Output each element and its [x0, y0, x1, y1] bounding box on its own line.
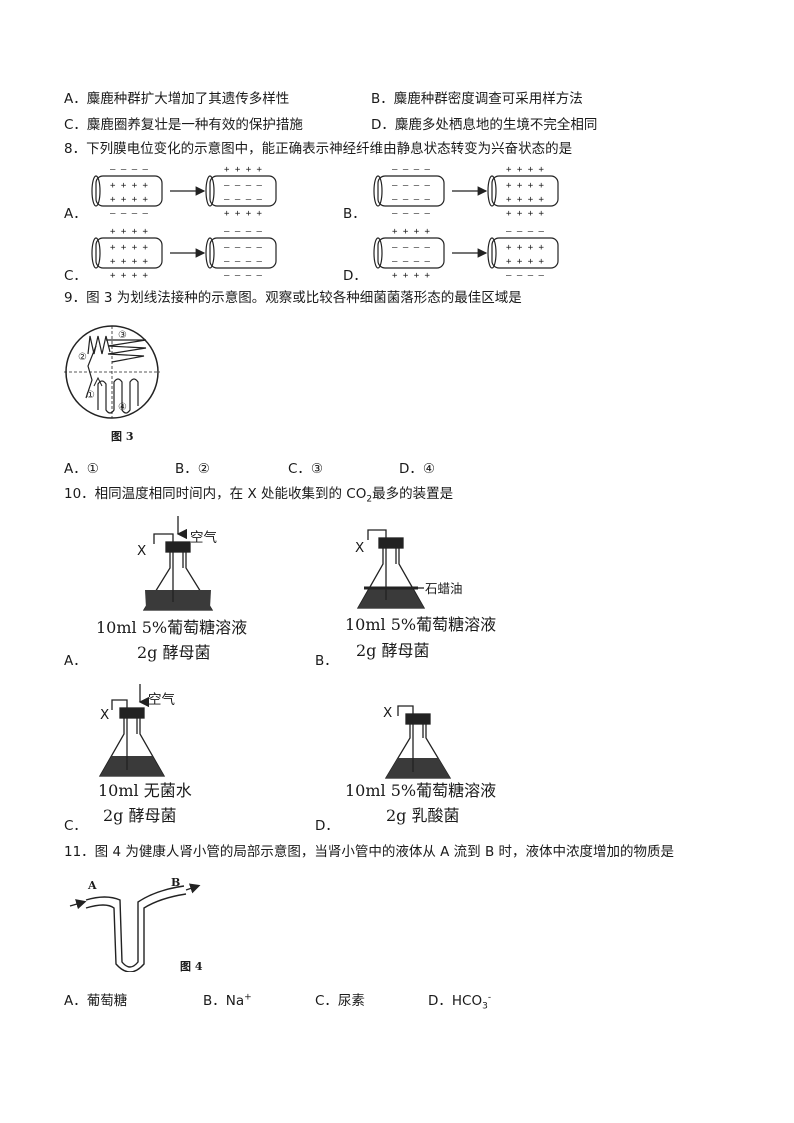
svg-text:+ + + +: + + + +	[110, 271, 149, 280]
q11-option-b: B．Na+	[203, 992, 252, 1009]
air-label-a: 空气	[190, 530, 217, 546]
q10-option-a: A．	[64, 653, 87, 669]
q8-a-after	[205, 175, 277, 207]
q7-option-c: C．麋鹿圈养复壮是一种有效的保护措施	[64, 117, 303, 133]
streak-plate-figure	[64, 325, 160, 419]
q7-option-d: D．麋鹿多处栖息地的生境不完全相同	[371, 117, 598, 133]
svg-text:– – – –: – – – –	[224, 257, 263, 267]
svg-text:– – – –: – – – –	[224, 227, 263, 237]
x-label-a: X	[137, 543, 147, 559]
q8-option-c: C．	[64, 268, 87, 284]
q9-stem: 9．图 3 为划线法接种的示意图。观察或比较各种细菌菌落形态的最佳区域是	[64, 290, 522, 306]
svg-text:– – – –: – – – –	[110, 165, 149, 175]
flask-c	[98, 684, 166, 777]
figure-3-caption: 图 3	[111, 430, 134, 443]
tubule-label-a: A	[88, 879, 97, 892]
svg-text:– – – –: – – – –	[392, 243, 431, 253]
svg-text:+ + + +: + + + +	[506, 209, 545, 219]
tubule-label-b: B	[171, 876, 181, 889]
svg-text:+ + + +: + + + +	[392, 227, 431, 237]
region-label-4: ④	[118, 402, 127, 413]
flask-d	[384, 705, 452, 779]
q8-a-before	[91, 175, 163, 207]
q11-option-a: A．葡萄糖	[64, 993, 128, 1009]
x-label-c: X	[100, 707, 110, 723]
svg-text:– – – –: – – – –	[392, 195, 431, 205]
svg-text:+ + + +: + + + +	[506, 195, 545, 205]
q10-stem: 10．相同温度相同时间内，在 X 处能收集到的 CO2最多的装置是	[64, 486, 454, 505]
x-label-b: X	[355, 540, 365, 556]
q10-d-line2: 2g 乳酸菌	[386, 806, 460, 825]
q10-option-c: C．	[64, 818, 87, 834]
svg-text:+ + + +: + + + +	[110, 181, 149, 191]
q8-membrane-figure: – – – – + + + + + + + + – – – – + + + + – – …	[91, 165, 559, 280]
svg-text:+ + + +: + + + +	[110, 243, 149, 253]
region-label-1: ①	[86, 390, 95, 401]
flask-b	[356, 529, 426, 609]
figure-4-caption: 图 4	[180, 960, 203, 973]
q8-stem: 8．下列膜电位变化的示意图中，能正确表示神经纤维由静息状态转变为兴奋状态的是	[64, 141, 573, 157]
q8-option-a: A．	[64, 206, 87, 222]
q10-apparatus-figure	[98, 516, 452, 779]
svg-text:– – – –: – – – –	[224, 271, 263, 280]
svg-text:+ + + +: + + + +	[110, 195, 149, 205]
q9-option-b: B．②	[175, 461, 210, 477]
q11-option-c: C．尿素	[315, 993, 365, 1009]
q10-d-line1: 10ml 5%葡萄糖溶液	[345, 781, 497, 800]
q7-option-a: A．麋鹿种群扩大增加了其遗传多样性	[64, 91, 290, 107]
region-label-2: ②	[78, 352, 87, 363]
svg-text:+ + + +: + + + +	[506, 257, 545, 267]
svg-text:– – – –: – – – –	[506, 227, 545, 237]
q10-b-line2: 2g 酵母菌	[356, 641, 430, 660]
region-label-3: ③	[118, 330, 127, 341]
svg-text:– – – –: – – – –	[224, 181, 263, 191]
svg-text:– – – –: – – – –	[506, 271, 545, 280]
svg-text:– – – –: – – – –	[392, 165, 431, 175]
q10-a-line2: 2g 酵母菌	[137, 643, 211, 662]
svg-text:– – – –: – – – –	[224, 195, 263, 205]
q9-option-c: C．③	[288, 461, 324, 477]
q7-option-b: B．麋鹿种群密度调查可采用样方法	[371, 91, 583, 107]
svg-text:+ + + +: + + + +	[506, 181, 545, 191]
air-label-c: 空气	[148, 692, 175, 708]
svg-text:– – – –: – – – –	[110, 209, 149, 219]
renal-tubule-figure	[69, 883, 201, 972]
q8-option-d: D．	[343, 268, 367, 284]
svg-text:+ + + +: + + + +	[224, 165, 263, 175]
q9-option-d: D．④	[399, 461, 435, 477]
q10-c-line2: 2g 酵母菌	[103, 806, 177, 825]
svg-text:+ + + +: + + + +	[506, 243, 545, 253]
x-label-d: X	[383, 705, 393, 721]
q9-option-a: A．①	[64, 461, 99, 477]
svg-text:+ + + +: + + + +	[224, 209, 263, 219]
svg-text:– – – –: – – – –	[224, 243, 263, 253]
q11-option-d: D．HCO3-	[428, 992, 492, 1012]
paraffin-label: 石蜡油	[425, 581, 463, 596]
q10-c-line1: 10ml 无菌水	[98, 781, 192, 800]
q10-option-b: B．	[315, 653, 338, 669]
svg-text:+ + + +: + + + +	[506, 165, 545, 175]
svg-text:– – – –: – – – –	[392, 181, 431, 191]
svg-text:– – – –: – – – –	[392, 209, 431, 219]
flask-a	[142, 516, 214, 611]
svg-text:+ + + +: + + + +	[110, 257, 149, 267]
q8-option-b: B．	[343, 206, 366, 222]
q10-option-d: D．	[315, 818, 339, 834]
q10-b-line1: 10ml 5%葡萄糖溶液	[345, 615, 497, 634]
q11-stem: 11．图 4 为健康人肾小管的局部示意图，当肾小管中的液体从 A 流到 B 时，…	[64, 844, 675, 860]
svg-text:+ + + +: + + + +	[392, 271, 431, 280]
svg-text:– – – –: – – – –	[392, 257, 431, 267]
svg-text:+ + + +: + + + +	[110, 227, 149, 237]
q10-a-line1: 10ml 5%葡萄糖溶液	[96, 618, 248, 637]
